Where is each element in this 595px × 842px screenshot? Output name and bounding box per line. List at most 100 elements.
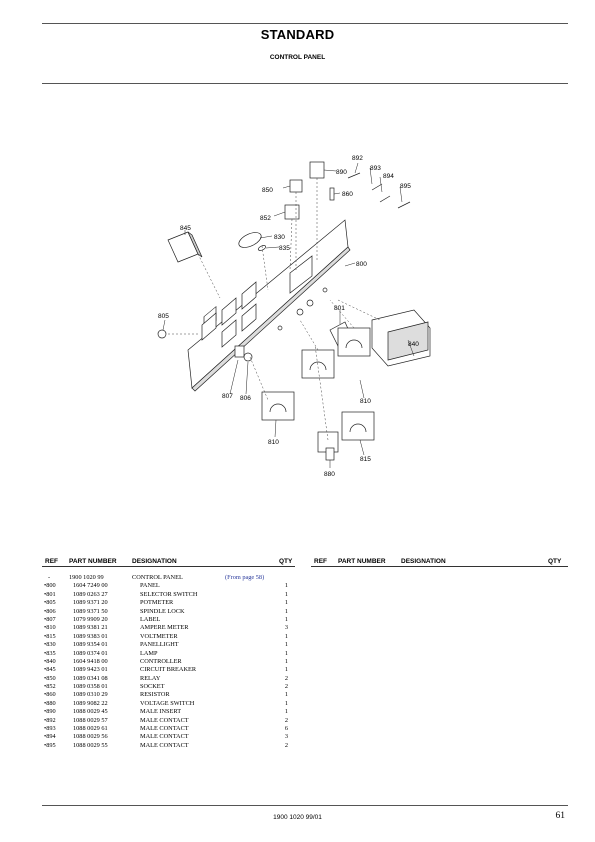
callout-800: 800 [356,261,367,268]
col-ref: REF [45,558,58,565]
col-designation-right: DESIGNATION [401,558,446,565]
row-ref: •892 [44,716,56,724]
relay-shape [289,179,303,193]
table-row: •800 1604 7249 00 PANEL 1 [42,582,294,590]
row-designation: MALE CONTACT [140,733,189,741]
page-title: STANDARD [260,27,335,42]
table-row: - 1900 1020 99 CONTROL PANEL (From page … [42,574,294,582]
row-ref: •845 [44,666,56,674]
row-qty: 1 [284,657,288,665]
row-part-number: 1089 9354 01 [73,641,108,649]
callout-850: 850 [262,187,273,194]
callout-890: 890 [336,169,347,176]
row-ref: •893 [44,725,56,733]
row-ref: •860 [44,691,56,699]
row-ref: •890 [44,708,56,716]
col-part-number: PART NUMBER [69,558,117,565]
parts-list: - 1900 1020 99 CONTROL PANEL (From page … [42,574,294,750]
row-qty: 1 [284,632,288,640]
potmeter-shape [157,329,167,339]
row-qty: 1 [284,649,288,657]
col-part-number-right: PART NUMBER [338,558,386,565]
header-rule [42,83,568,84]
row-part-number: 1604 7249 00 [73,582,108,590]
row-qty: 1 [284,666,288,674]
row-part-number: 1900 1020 99 [69,574,104,581]
row-designation: SELECTOR SWITCH [140,590,198,598]
callout-810-b: 810 [268,439,279,446]
table-row: •801 1089 0263 27 SELECTOR SWITCH 1 [42,591,294,599]
row-qty: 1 [284,607,288,615]
row-designation: MALE CONTACT [140,716,189,724]
panel-edge [191,246,351,392]
row-designation: CONTROLLER [140,657,182,665]
row-designation: AMPERE METER [140,624,189,632]
row-qty: 1 [284,699,288,707]
table-row: •850 1089 0341 08 RELAY 2 [42,675,294,683]
row-designation: MALE CONTACT [140,741,189,749]
row-designation: CIRCUIT BREAKER [140,666,197,674]
row-part-number: 1089 9371 50 [73,607,108,615]
row-qty: 1 [284,615,288,623]
callout-840: 840 [408,341,419,348]
row-designation: LABEL [140,615,161,623]
row-designation: VOLTMETER [140,632,178,640]
row-designation: LAMP [140,649,158,657]
callout-860: 860 [342,191,353,198]
page-subtitle: CONTROL PANEL [269,54,326,61]
callout-852: 852 [260,215,271,222]
row-qty: 6 [284,725,288,733]
row-qty: 1 [284,708,288,716]
row-ref: •830 [44,641,56,649]
table-row: •893 1088 0029 61 MALE CONTACT 6 [42,725,294,733]
row-qty: 1 [284,641,288,649]
callout-801: 801 [334,305,345,312]
row-note-link[interactable]: (From page 58) [225,574,265,581]
callout-894: 894 [383,173,394,180]
label-shape [234,345,245,358]
row-ref: •895 [44,741,56,749]
row-part-number: 1089 0341 08 [73,674,108,682]
row-designation: POTMETER [140,599,174,607]
table-row: •835 1089 0374 01 LAMP 1 [42,650,294,658]
document-code: 1900 1020 99/01 [273,814,322,821]
table-row: •810 1089 9381 21 AMPERE METER 3 [42,624,294,632]
table-row: •815 1089 9383 01 VOLTMETER 1 [42,633,294,641]
table-row: •830 1089 9354 01 PANELLIGHT 1 [42,641,294,649]
col-ref-right: REF [314,558,327,565]
row-ref: •810 [44,624,56,632]
row-ref: •850 [44,674,56,682]
callout-830: 830 [274,234,285,241]
spindle-lock-shape [243,352,253,362]
row-qty: 1 [284,599,288,607]
row-qty: 1 [284,691,288,699]
row-part-number: 1089 0358 01 [73,683,108,691]
row-part-number: 1089 0263 27 [73,590,108,598]
row-ref: •805 [44,599,56,607]
row-ref: •815 [44,632,56,640]
row-part-number: 1088 0029 45 [73,708,108,716]
row-qty: 2 [284,716,288,724]
callout-835: 835 [279,245,290,252]
callout-880: 880 [324,471,335,478]
row-part-number: 1089 0374 01 [73,649,108,657]
row-ref: •807 [44,615,56,623]
row-designation: CONTROL PANEL [132,574,183,581]
meter-shape [301,349,335,379]
row-ref: - [48,574,51,581]
row-part-number: 1604 9418 00 [73,657,108,665]
col-qty: QTY [279,558,293,565]
row-ref: •840 [44,657,56,665]
row-ref: •894 [44,733,56,741]
row-designation: SPINDLE LOCK [140,607,185,615]
row-designation: RESISTOR [140,691,170,699]
page-number: 61 [555,811,566,821]
row-part-number: 1089 9381 21 [73,624,108,632]
callout-806: 806 [240,395,251,402]
col-designation: DESIGNATION [132,558,177,565]
table-row: •840 1604 9418 00 CONTROLLER 1 [42,658,294,666]
table-row: •894 1088 0029 56 MALE CONTACT 3 [42,733,294,741]
row-ref: •806 [44,607,56,615]
row-designation: RELAY [140,674,161,682]
row-qty: 3 [284,733,288,741]
